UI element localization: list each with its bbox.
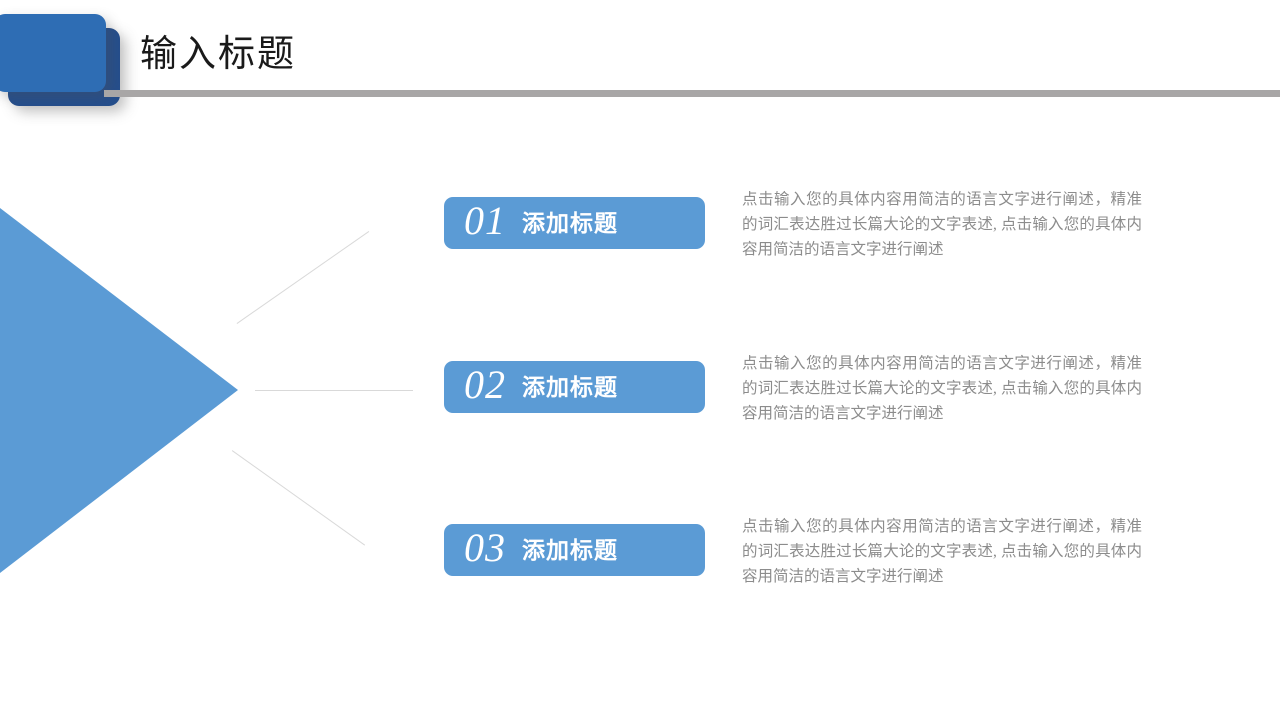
title-chip-2[interactable]: 02 添加标题 bbox=[444, 361, 705, 413]
header-badge-front-shape bbox=[0, 14, 106, 92]
page-title: 输入标题 bbox=[140, 34, 296, 75]
item-body-text-3: 点击输入您的具体内容用简洁的语言文字进行阐述，精准的词汇表达胜过长篇大论的文字表… bbox=[742, 518, 1142, 585]
arrow-triangle-shape bbox=[0, 208, 238, 573]
title-chip-3[interactable]: 03 添加标题 bbox=[444, 524, 705, 576]
chip-label-3: 添加标题 bbox=[522, 537, 618, 563]
chip-number-1: 01 bbox=[464, 198, 506, 243]
chip-label-1: 添加标题 bbox=[522, 210, 618, 236]
connector-line-2 bbox=[255, 390, 413, 392]
header-divider-rule bbox=[104, 90, 1280, 97]
connector-line-3 bbox=[231, 450, 366, 546]
chip-label-2: 添加标题 bbox=[522, 374, 618, 400]
chip-number-2: 02 bbox=[464, 362, 506, 407]
chip-number-3: 03 bbox=[464, 525, 506, 570]
connector-line-1 bbox=[236, 231, 370, 325]
title-chip-1[interactable]: 01 添加标题 bbox=[444, 197, 705, 249]
item-body-text-1: 点击输入您的具体内容用简洁的语言文字进行阐述，精准的词汇表达胜过长篇大论的文字表… bbox=[742, 191, 1142, 258]
item-body-text-2: 点击输入您的具体内容用简洁的语言文字进行阐述，精准的词汇表达胜过长篇大论的文字表… bbox=[742, 355, 1142, 422]
